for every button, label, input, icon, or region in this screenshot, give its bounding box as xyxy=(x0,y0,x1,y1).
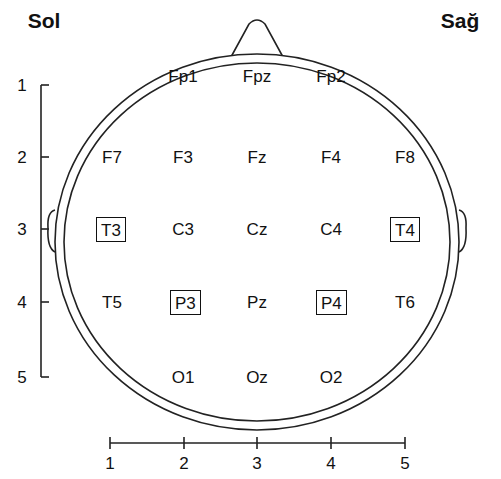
electrode-label: T5 xyxy=(102,294,122,311)
electrode-label: Cz xyxy=(247,221,268,238)
vertical-scale xyxy=(40,85,42,377)
head-inner-outline xyxy=(64,63,450,421)
electrode-label: Oz xyxy=(246,369,268,386)
head-outline xyxy=(55,54,459,430)
scale-number: 5 xyxy=(17,369,26,386)
scale-number: 4 xyxy=(17,294,26,311)
scale-number: 2 xyxy=(17,149,26,166)
nose xyxy=(231,20,283,57)
electrode-label: T4 xyxy=(395,222,415,239)
scale-number: 3 xyxy=(252,455,261,472)
scale-number: 5 xyxy=(400,455,409,472)
scale-number: 3 xyxy=(17,221,26,238)
boxed-electrode: T4 xyxy=(390,217,420,242)
electrode-label: Fp2 xyxy=(316,68,345,85)
electrode-label: F3 xyxy=(173,149,193,166)
electrode-label: F8 xyxy=(395,149,415,166)
boxed-electrode: P4 xyxy=(316,290,347,315)
electrode-label: Fpz xyxy=(243,68,271,85)
scale-number: 4 xyxy=(326,455,335,472)
electrode-label: Pz xyxy=(247,294,267,311)
electrode-label: C4 xyxy=(320,221,342,238)
electrode-label: Fz xyxy=(248,149,267,166)
right-ear xyxy=(459,210,466,252)
boxed-electrode: T3 xyxy=(96,217,126,242)
electrode-label: F4 xyxy=(321,149,341,166)
electrode-label: T6 xyxy=(395,294,415,311)
scale-number: 1 xyxy=(17,77,26,94)
scale-number: 1 xyxy=(105,455,114,472)
left-ear xyxy=(48,210,55,252)
boxed-electrode: P3 xyxy=(170,290,201,315)
side-label: Sol xyxy=(28,10,61,31)
scale-number: 2 xyxy=(179,455,188,472)
electrode-label: C3 xyxy=(172,221,194,238)
electrode-label: O1 xyxy=(172,369,195,386)
electrode-label: P4 xyxy=(321,295,342,312)
electrode-label: Fp1 xyxy=(168,68,197,85)
side-label: Sağ xyxy=(441,10,480,31)
electrode-label: P3 xyxy=(175,295,196,312)
electrode-label: F7 xyxy=(102,149,122,166)
electrode-label: T3 xyxy=(101,222,121,239)
electrode-label: O2 xyxy=(320,369,343,386)
